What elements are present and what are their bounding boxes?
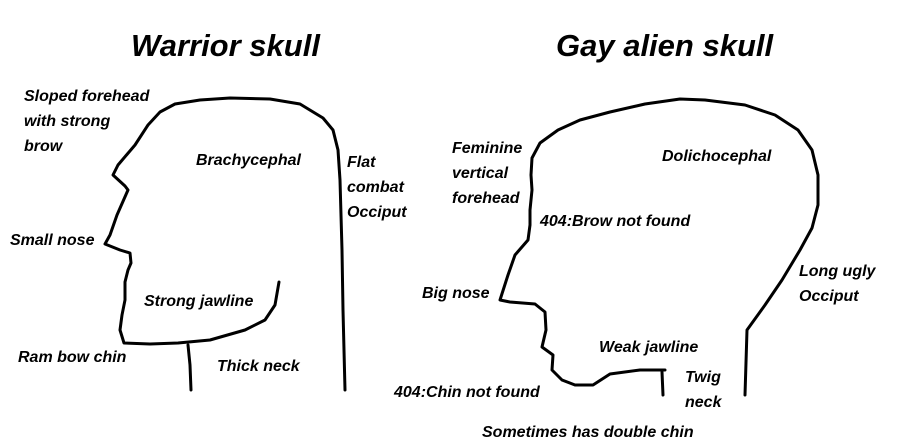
- label-brachycephal: Brachycephal: [196, 152, 301, 169]
- label-small-nose: Small nose: [10, 232, 95, 249]
- label-double-chin: Sometimes has double chin: [482, 424, 694, 441]
- label-weak-jawline: Weak jawline: [599, 339, 699, 356]
- warrior-skull-title: Warrior skull: [131, 28, 320, 63]
- label-feminine-forehead: Feminine vertical forehead: [452, 140, 523, 207]
- warrior-skull-outline: [103, 96, 347, 392]
- label-sloped-forehead: Sloped forehead with strong brow: [24, 88, 150, 155]
- label-brow-not-found: 404:Brow not found: [540, 213, 691, 230]
- label-flat-occiput: Flat combat Occiput: [347, 154, 407, 221]
- label-ram-bow-chin: Ram bow chin: [18, 349, 127, 366]
- label-big-nose: Big nose: [422, 285, 490, 302]
- alien-neck-line: [660, 370, 665, 397]
- alien-skull-outline: [498, 97, 820, 397]
- label-strong-jawline: Strong jawline: [144, 293, 254, 310]
- label-thick-neck: Thick neck: [217, 358, 300, 375]
- label-twig-neck: Twig neck: [685, 369, 722, 411]
- alien-skull-title: Gay alien skull: [556, 28, 774, 63]
- label-long-occiput: Long ugly Occiput: [799, 263, 876, 305]
- warrior-neck-line: [186, 343, 193, 392]
- label-dolichocephal: Dolichocephal: [662, 148, 772, 165]
- label-chin-not-found: 404:Chin not found: [394, 384, 540, 401]
